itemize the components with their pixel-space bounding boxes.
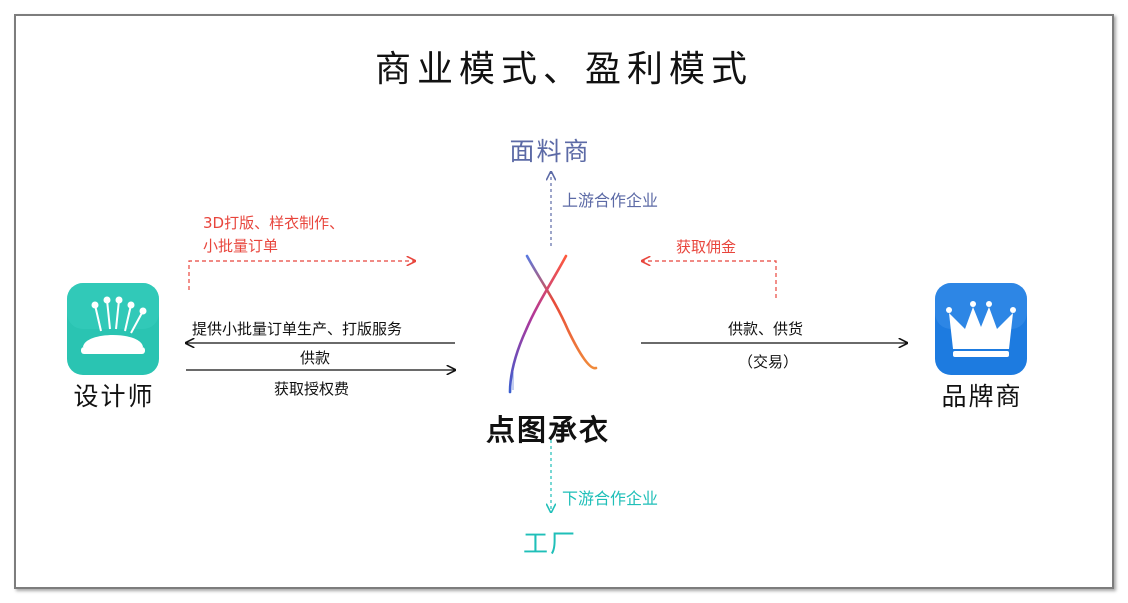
node-factory: 工厂 <box>522 529 577 558</box>
label-red-service-line1: 3D打版、样衣制作、 <box>203 214 345 232</box>
node-fabric-supplier: 面料商 <box>509 137 591 166</box>
label-upstream: 上游合作企业 <box>562 191 659 210</box>
node-brand-owner: 品牌商 <box>941 382 1023 411</box>
node-designer: 设计师 <box>73 382 155 411</box>
label-provide-service: 提供小批量订单生产、打版服务 <box>192 320 403 338</box>
label-red-service: 3D打版、样衣制作、 小批量订单 <box>203 212 344 258</box>
label-payment-left: 供款 <box>300 349 331 367</box>
diagram-frame <box>14 14 1114 589</box>
x-logo-icon <box>508 254 598 394</box>
label-red-service-line2: 小批量订单 <box>203 237 279 255</box>
crown-icon <box>935 283 1027 375</box>
label-payment-supply: 供款、供货 <box>728 320 804 338</box>
page-title: 商业模式、盈利模式 <box>374 49 753 90</box>
arrow-red-service <box>188 261 415 290</box>
label-downstream: 下游合作企业 <box>562 489 659 508</box>
label-trade: （交易） <box>738 353 799 371</box>
label-license-fee: 获取授权费 <box>274 380 350 398</box>
node-center-brand: 点图承衣 <box>485 413 610 447</box>
label-commission: 获取佣金 <box>676 238 737 256</box>
pincushion-icon <box>67 283 159 375</box>
arrow-commission <box>642 261 777 298</box>
